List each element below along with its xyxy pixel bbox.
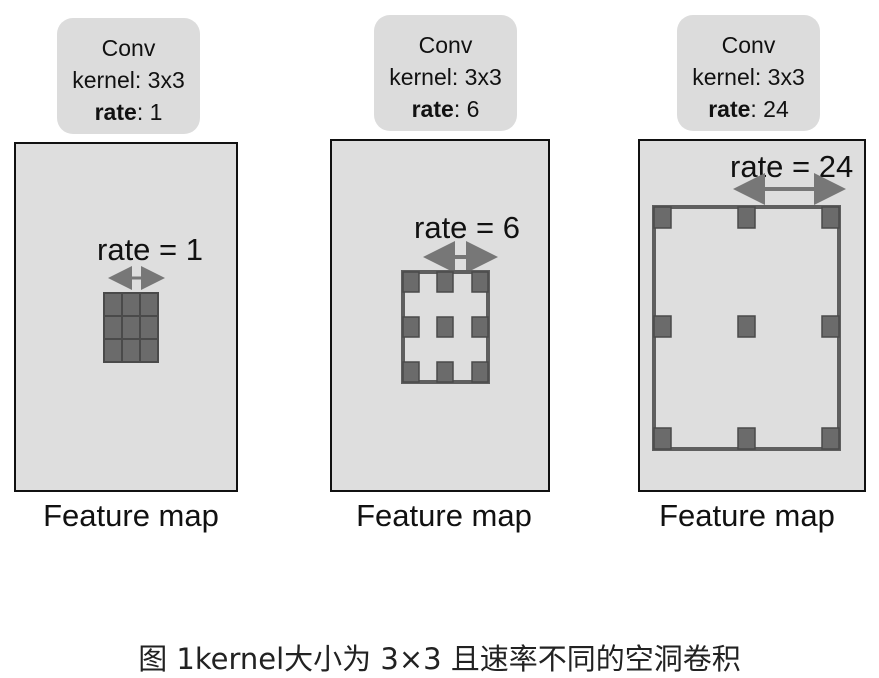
conv-title: Conv xyxy=(721,32,776,58)
conv-title: Conv xyxy=(101,35,156,61)
rate-key: rate xyxy=(708,96,751,122)
rate-key: rate xyxy=(94,99,137,125)
kernel-cell xyxy=(139,292,159,317)
kernel-3x3-rate-24 xyxy=(652,173,846,451)
kernel-cell xyxy=(402,316,420,338)
kernel-cell xyxy=(821,427,840,450)
kernel-size: kernel: 3x3 xyxy=(692,64,805,90)
rate-value: : 24 xyxy=(750,96,789,122)
kernel-cell xyxy=(103,315,123,340)
kernel-cell xyxy=(436,361,454,383)
kernel-cell xyxy=(139,315,159,340)
kernel-cell xyxy=(653,206,672,229)
kernel-cell xyxy=(103,292,123,317)
kernel-cell xyxy=(103,338,123,363)
kernel-size: kernel: 3x3 xyxy=(389,64,502,90)
rate-value: : 6 xyxy=(453,96,480,122)
kernel-cell xyxy=(653,427,672,450)
kernel-cell xyxy=(121,338,141,363)
figure-caption: 图 1kernel大小为 3×3 且速率不同的空洞卷积 xyxy=(138,642,741,676)
kernel-cell xyxy=(436,316,454,338)
conv-label-rate-24: Conv kernel: 3x3 rate: 24 xyxy=(677,15,820,131)
rate-key: rate xyxy=(411,96,454,122)
kernel-cell xyxy=(436,271,454,293)
feature-map-caption-2: Feature map xyxy=(356,498,532,533)
kernel-cell xyxy=(471,271,489,293)
kernel-size: kernel: 3x3 xyxy=(72,67,185,93)
feature-map-caption-3: Feature map xyxy=(659,498,835,533)
feature-map-panel-rate-6 xyxy=(330,139,550,492)
kernel-cell xyxy=(737,315,756,338)
kernel-cell xyxy=(402,361,420,383)
kernel-3x3-rate-6 xyxy=(401,241,498,384)
kernel-cell xyxy=(737,206,756,229)
kernel-cell xyxy=(402,271,420,293)
kernel-cell xyxy=(139,338,159,363)
rate-value: : 1 xyxy=(136,99,163,125)
kernel-3x3-rate-1 xyxy=(103,266,165,363)
kernel-cell xyxy=(471,361,489,383)
kernel-cell xyxy=(471,316,489,338)
kernel-cell xyxy=(737,427,756,450)
feature-map-caption-1: Feature map xyxy=(43,498,219,533)
conv-title: Conv xyxy=(418,32,473,58)
kernel-cell xyxy=(121,315,141,340)
rate-label-6: rate = 6 xyxy=(414,210,520,245)
kernel-cell xyxy=(121,292,141,317)
rate-label-1: rate = 1 xyxy=(97,232,203,267)
kernel-cell xyxy=(821,206,840,229)
conv-label-rate-1: Conv kernel: 3x3 rate: 1 xyxy=(57,18,200,134)
conv-label-rate-6: Conv kernel: 3x3 rate: 6 xyxy=(374,15,517,131)
kernel-cell xyxy=(821,315,840,338)
kernel-cell xyxy=(653,315,672,338)
